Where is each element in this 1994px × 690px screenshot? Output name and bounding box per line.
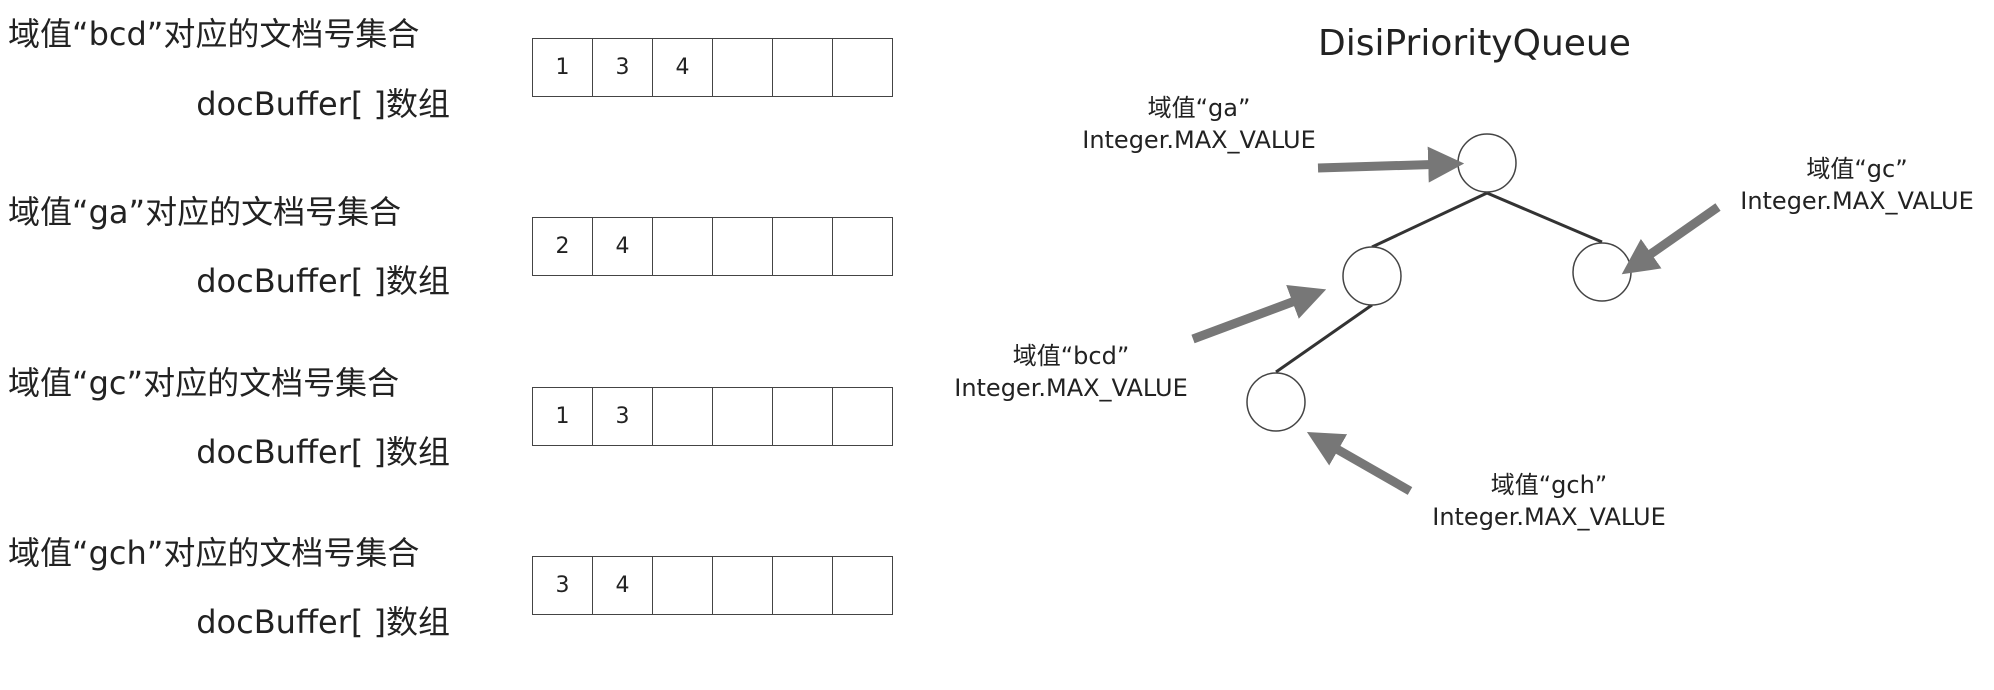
- buffer-label: docBuffer[ ]数组: [196, 262, 450, 300]
- array-cell: 4: [593, 556, 653, 615]
- array-cell: [713, 217, 773, 276]
- node-value: Integer.MAX_VALUE: [1740, 187, 1974, 216]
- array-cell: 1: [533, 387, 593, 446]
- node-field: 域值“ga”: [1147, 94, 1251, 122]
- heap-edge: [1371, 191, 1488, 249]
- array-cell: [773, 217, 833, 276]
- array-cell: [773, 556, 833, 615]
- node-value: Integer.MAX_VALUE: [954, 374, 1188, 403]
- queue-title: DisiPriorityQueue: [1318, 23, 1631, 64]
- node-label-gch: 域值“gch” Integer.MAX_VALUE: [1424, 469, 1674, 534]
- heap-node-gch: [1246, 372, 1306, 432]
- buffer-label: docBuffer[ ]数组: [196, 85, 450, 123]
- array-cell: [833, 38, 893, 97]
- array-cell: [773, 38, 833, 97]
- node-label-ga: 域值“ga” Integer.MAX_VALUE: [1074, 92, 1324, 157]
- doc-buffer-array: 1 3: [532, 387, 893, 446]
- heap-node-ga: [1457, 133, 1517, 193]
- doc-buffer-array: 2 4: [532, 217, 893, 276]
- arrow-gc: [1621, 203, 1721, 275]
- array-cell: 1: [533, 38, 593, 97]
- heap-edge: [1486, 191, 1603, 244]
- heap-node-bcd: [1342, 246, 1402, 306]
- arrow-ga: [1317, 146, 1465, 183]
- node-field: 域值“gch”: [1490, 471, 1608, 499]
- arrow-bcd: [1191, 285, 1327, 344]
- set-caption: 域值“bcd”对应的文档号集合: [8, 15, 420, 53]
- node-label-gc: 域值“gc” Integer.MAX_VALUE: [1732, 153, 1982, 218]
- array-cell: [713, 38, 773, 97]
- array-cell: 3: [533, 556, 593, 615]
- node-field: 域值“bcd”: [1012, 342, 1130, 370]
- array-cell: [833, 217, 893, 276]
- doc-buffer-array: 1 3 4: [532, 38, 893, 97]
- array-cell: 3: [593, 38, 653, 97]
- set-caption: 域值“gc”对应的文档号集合: [8, 364, 400, 402]
- array-cell: 2: [533, 217, 593, 276]
- arrow-gch: [1306, 431, 1413, 495]
- heap-edge: [1275, 303, 1373, 374]
- array-cell: 4: [653, 38, 713, 97]
- array-cell: [833, 556, 893, 615]
- node-value: Integer.MAX_VALUE: [1432, 503, 1666, 532]
- array-cell: [713, 556, 773, 615]
- node-field: 域值“gc”: [1806, 155, 1908, 183]
- array-cell: 3: [593, 387, 653, 446]
- set-caption: 域值“ga”对应的文档号集合: [8, 193, 402, 231]
- array-cell: [773, 387, 833, 446]
- array-cell: [653, 556, 713, 615]
- array-cell: [653, 387, 713, 446]
- array-cell: [833, 387, 893, 446]
- heap-node-gc: [1572, 242, 1632, 302]
- doc-buffer-array: 3 4: [532, 556, 893, 615]
- node-value: Integer.MAX_VALUE: [1082, 126, 1316, 155]
- node-label-bcd: 域值“bcd” Integer.MAX_VALUE: [946, 340, 1196, 405]
- array-cell: [653, 217, 713, 276]
- buffer-label: docBuffer[ ]数组: [196, 433, 450, 471]
- set-caption: 域值“gch”对应的文档号集合: [8, 534, 420, 572]
- buffer-label: docBuffer[ ]数组: [196, 603, 450, 641]
- array-cell: 4: [593, 217, 653, 276]
- array-cell: [713, 387, 773, 446]
